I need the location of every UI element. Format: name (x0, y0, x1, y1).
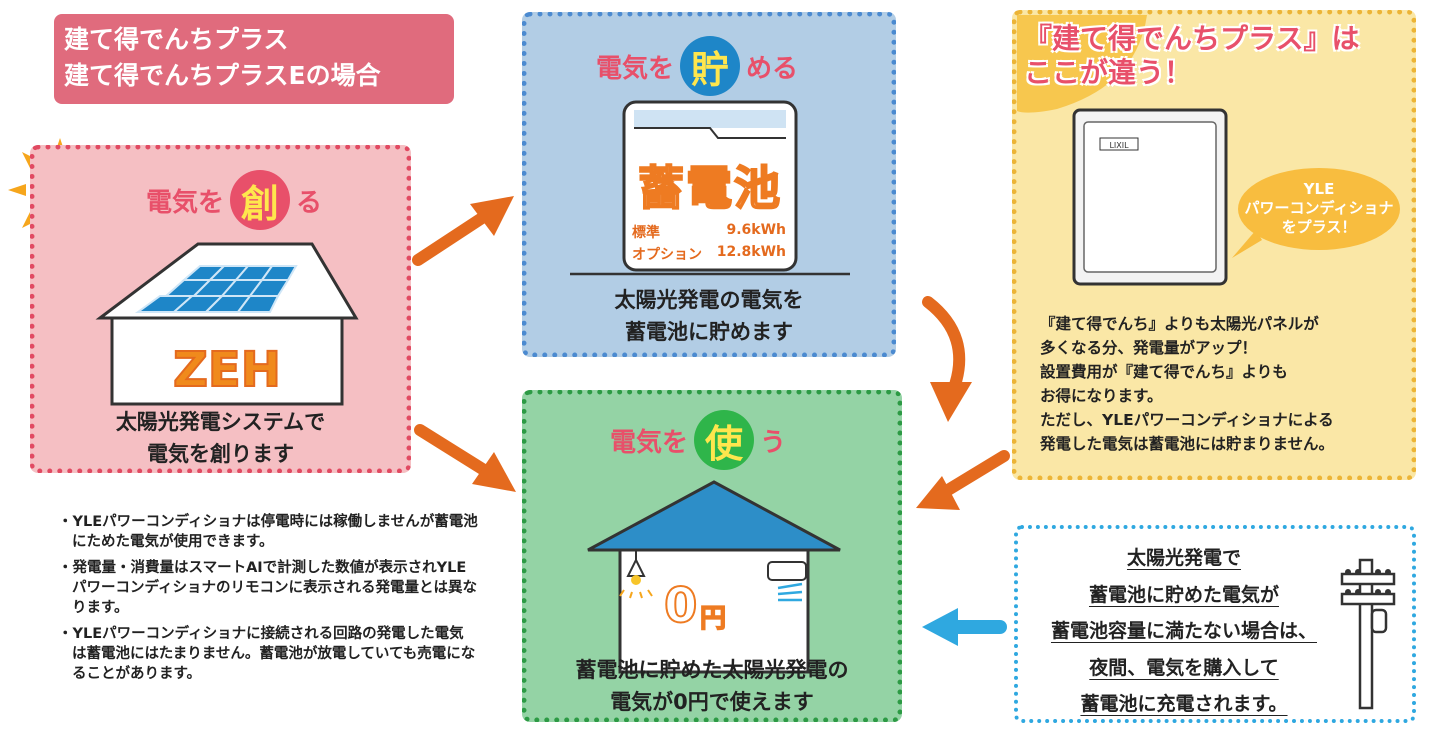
bubble-line-2: パワーコンディショナ (1244, 199, 1394, 217)
use-caption-line-2: 電気が0円で使えます (610, 690, 814, 714)
zeh-label: ZEH (173, 342, 281, 398)
create-caption-line-2: 電気を創ります (147, 442, 294, 466)
diff-corner-blob (1017, 15, 1147, 113)
diff-title-line-2: ここが違う！ (1024, 56, 1193, 89)
bubble-tail (1232, 230, 1262, 258)
use-caption-line-1: 蓄電池に貯めた太陽光発電の (575, 658, 849, 682)
store-caption-line-1: 太陽光発電の電気を (614, 288, 804, 312)
store-caption-line-2: 蓄電池に貯めます (625, 320, 793, 344)
bubble-line-3: をプラス！ (1281, 218, 1357, 236)
spec-option-label: オプション (632, 247, 702, 263)
diff-text-line: 発電した電気は蓄電池には貯まりません。 (1040, 435, 1335, 453)
arrow-create-to-use (414, 424, 516, 492)
store-heading-circle: 貯 (680, 36, 741, 96)
price-unit: 円 (699, 603, 727, 635)
title-line-1: 建て得でんちプラス (64, 25, 289, 54)
diff-text: 『建て得でんち』よりも太陽光パネルが 多くなる分、発電量がアップ！ 設置費用が『… (1040, 312, 1410, 456)
arrow-diff-to-use (916, 450, 1010, 510)
diff-title: 『建て得でんちプラス』は ここが違う！ (1024, 22, 1359, 90)
night-text-line: 蓄電池に貯めた電気が (1088, 583, 1279, 606)
store-caption: 太陽光発電の電気を 蓄電池に貯めます (532, 284, 886, 348)
utility-pole-icon (1340, 558, 1396, 710)
use-heading-circle: 使 (694, 410, 755, 470)
notes-block: ・YLEパワーコンディショナは停電時には稼働しませんが蓄電池にためた電気が使用で… (58, 512, 478, 690)
store-heading: 電気を 貯 める (596, 36, 798, 96)
note-item: ・YLEパワーコンディショナは停電時には稼働しませんが蓄電池にためた電気が使用で… (58, 514, 478, 550)
diff-text-line: 多くなる分、発電量がアップ！ (1040, 339, 1258, 357)
zeh-house-illustration: ZEH (95, 242, 359, 406)
arrow-night-to-use (922, 608, 1007, 646)
bubble-line-1: YLE (1303, 180, 1335, 198)
spec-option-value: 12.8kWh (716, 244, 786, 260)
battery-illustration (570, 100, 850, 276)
use-caption: 蓄電池に貯めた太陽光発電の 電気が0円で使えます (532, 654, 892, 718)
device-brand: LIXIL (1109, 141, 1129, 150)
spec-standard-value: 9.6kWh (726, 222, 786, 238)
store-heading-prefix: 電気を (596, 53, 675, 84)
spec-standard-label: 標準 (632, 225, 660, 241)
night-text-line: 夜間、電気を購入して (1089, 656, 1279, 679)
power-conditioner-device: LIXIL (1072, 108, 1228, 286)
title-line-2: 建て得でんちプラスEの場合 (64, 61, 381, 90)
diff-title-line-1: 『建て得でんちプラス』は (1024, 22, 1360, 55)
diff-text-line: ただし、YLEパワーコンディショナによる (1040, 411, 1334, 429)
note-item: ・YLEパワーコンディショナに接続される回路の発電した電気は蓄電池にはたまりませ… (58, 626, 476, 682)
price-number: 0 (663, 577, 698, 635)
yle-bubble: YLE パワーコンディショナ をプラス！ (1238, 168, 1400, 250)
use-heading-prefix: 電気を (610, 427, 689, 458)
store-heading-suffix: める (746, 53, 799, 84)
create-caption-line-1: 太陽光発電システムで (115, 410, 326, 434)
create-caption: 太陽光発電システムで 電気を創ります (40, 406, 401, 470)
title-box: 建て得でんちプラス 建て得でんちプラスEの場合 (54, 14, 454, 104)
night-text-line: 蓄電池容量に満たない場合は、 (1050, 620, 1317, 642)
diff-text-line: お得になります。 (1040, 387, 1163, 405)
note-item: ・発電量・消費量はスマートAIで計測した数値が表示されYLEパワーコンディショナ… (58, 560, 477, 616)
night-text-line: 太陽光発電で (1126, 547, 1241, 569)
create-heading-prefix: 電気を (146, 187, 225, 218)
diff-text-line: 『建て得でんち』よりも太陽光パネルが (1040, 315, 1319, 333)
use-heading-suffix: う (760, 427, 787, 458)
night-panel (1014, 525, 1416, 723)
use-heading: 電気を 使 う (610, 410, 786, 470)
create-heading-circle: 創 (230, 170, 291, 230)
create-heading-suffix: る (296, 187, 323, 218)
diff-text-line: 設置費用が『建て得でんち』よりも (1040, 363, 1288, 381)
night-text: 太陽光発電で 蓄電池に貯めた電気が 蓄電池容量に満たない場合は、 夜間、電気を購… (1024, 540, 1344, 723)
arrow-create-to-store (412, 196, 514, 266)
arrow-store-to-use (922, 296, 972, 422)
night-text-line: 蓄電池に充電されます。 (1080, 693, 1288, 715)
use-house-illustration (587, 480, 841, 674)
create-heading: 電気を 創 る (146, 170, 322, 230)
battery-label: 蓄電池 (637, 160, 782, 216)
